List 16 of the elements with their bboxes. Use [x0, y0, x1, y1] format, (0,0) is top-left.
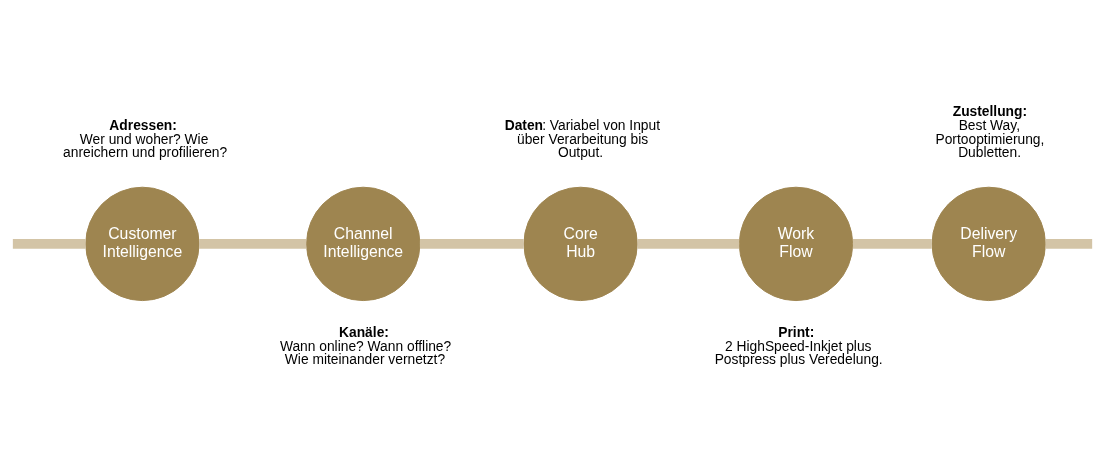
node-circle: Channel Intelligence — [306, 186, 421, 302]
connector — [12, 238, 86, 249]
node-circle: Delivery Flow — [931, 186, 1046, 302]
node-label: Daten: Variabel von Input über Verarbeitung bis Output. — [504, 117, 661, 161]
connector — [1045, 238, 1093, 249]
node-circle: Customer Intelligence — [85, 186, 200, 302]
node-circle: Work Flow — [738, 186, 854, 302]
node-label: Zustellung: Best Way, Portooptimierung, Dubletten. — [935, 103, 1045, 161]
connector — [637, 238, 740, 249]
connector — [419, 238, 524, 249]
connector — [199, 238, 307, 249]
node-circle: Core Hub — [523, 186, 638, 302]
connector — [852, 238, 932, 249]
node-label: Kanäle: Wann online? Wann offline? Wie miteinander vernetzt? — [279, 324, 452, 368]
node-label: Print: 2 HighSpeed-Inkjet plus Postpress plus Veredelung. — [714, 324, 883, 368]
node-label: Adressen: Wer und woher? Wie anreichern und profilieren? — [63, 117, 228, 161]
